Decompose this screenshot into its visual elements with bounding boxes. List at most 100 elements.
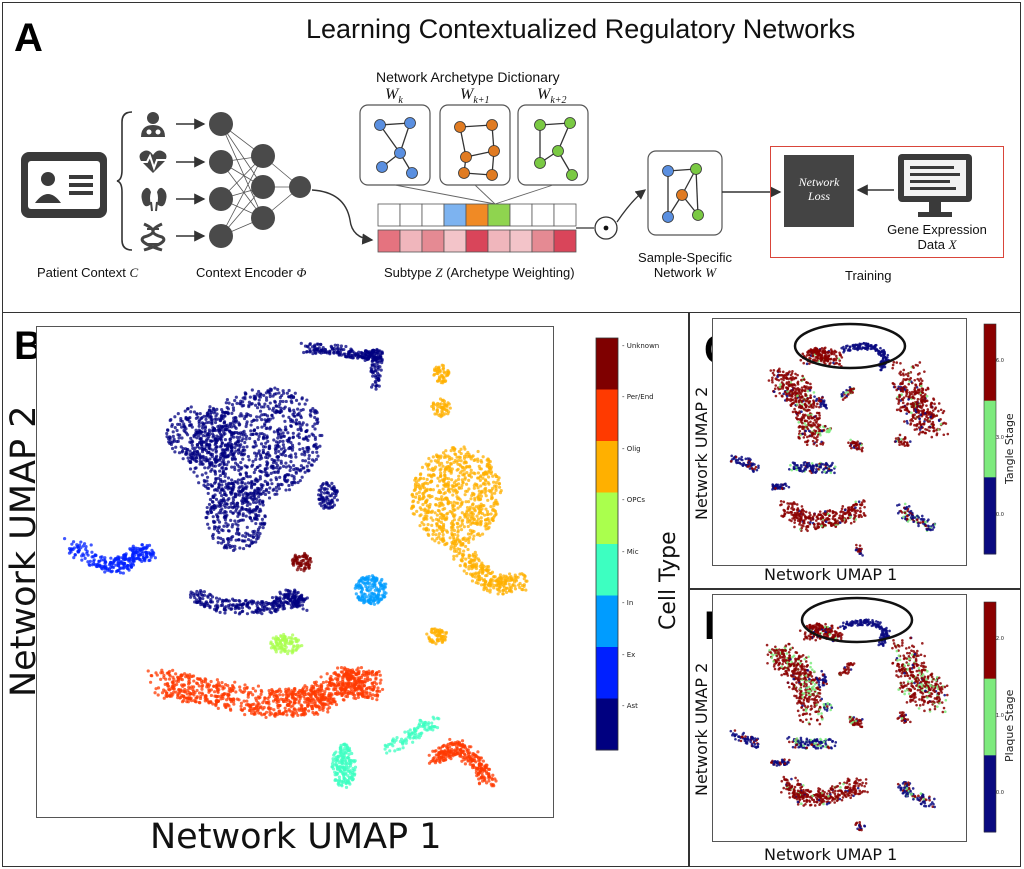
encoder-node	[209, 224, 233, 248]
cluster-4	[729, 454, 760, 473]
archetype-node	[566, 169, 578, 181]
computer-monitor-icon	[898, 154, 972, 217]
colorbar-tick-label: - Per/End	[622, 393, 654, 402]
umap-c-highlight-ellipse	[793, 322, 907, 370]
umap-c-scatter	[729, 341, 950, 557]
colorbar-tick-label: 0.0	[996, 511, 1004, 518]
cluster-ast-top	[299, 341, 385, 391]
colorbar-segment	[596, 595, 618, 648]
cluster-14	[840, 385, 856, 401]
encoder-edge	[220, 123, 264, 188]
panel-c-border	[688, 312, 1021, 590]
cluster-11	[854, 543, 864, 557]
cluster-in	[353, 574, 388, 606]
tangle-stage-colorbar	[983, 323, 997, 555]
cluster-ast-left	[165, 405, 246, 468]
colorbar-tick-label: 3.0	[996, 435, 1004, 441]
colorbar-tick-label: - In	[622, 599, 634, 608]
cluster-olig-top2	[430, 397, 452, 419]
cluster-4	[729, 729, 760, 749]
archetype-node	[376, 161, 388, 173]
archetype-node	[534, 157, 546, 169]
dot-product-dot	[603, 225, 609, 231]
archetype-node	[460, 151, 472, 163]
weight-cell	[531, 203, 555, 227]
cell-type-colorbar	[595, 337, 619, 751]
archetype-node	[406, 167, 418, 179]
panel-a-letter: A	[14, 16, 43, 60]
patient-card-icon	[21, 152, 107, 218]
colorbar-segment	[984, 477, 996, 555]
cluster-5	[787, 460, 837, 475]
weight-cell	[443, 203, 467, 227]
encoder-node	[251, 175, 275, 199]
panel-a-title: Learning Contextualized Regulatory Netwo…	[306, 14, 856, 44]
archetype-node	[454, 121, 466, 133]
archetype-node	[486, 169, 498, 181]
weight-cell	[509, 203, 533, 227]
cluster-9	[848, 715, 864, 729]
colorbar-tick-label: - Unknown	[622, 341, 660, 350]
panel-a-diagram	[176, 104, 894, 253]
product-arrow	[616, 189, 647, 223]
encoder-node	[209, 112, 233, 136]
cluster-olig-arm	[449, 538, 529, 596]
patient-context-label: Patient Context C	[37, 265, 139, 280]
colorbar-segment	[596, 544, 618, 596]
sample-network-node	[676, 189, 688, 201]
context-brace	[116, 111, 133, 251]
colorbar-segment	[596, 647, 618, 699]
encoder-edge	[220, 123, 264, 219]
cluster-10	[814, 395, 828, 410]
cluster-mic-a	[383, 715, 441, 755]
weight-cell	[399, 203, 423, 227]
sample-network-node	[690, 163, 702, 175]
cluster-2	[767, 367, 825, 447]
cluster-10	[815, 669, 829, 689]
cluster-ast-main	[188, 386, 324, 506]
colorbar-segment	[596, 338, 618, 390]
archetype-connector	[494, 184, 554, 205]
encoder-node	[251, 144, 275, 168]
colorbar-segment	[596, 492, 618, 545]
cluster-olig-small	[425, 627, 449, 646]
subtype-cell	[421, 229, 445, 253]
colorbar-tick-label: - Mic	[622, 547, 639, 556]
colorbar-segment	[984, 678, 996, 756]
colorbar-segment	[984, 400, 996, 478]
cluster-7	[896, 780, 936, 809]
colorbar-tick-label: 1.0	[996, 713, 1004, 719]
panel-d-border	[688, 588, 1021, 867]
archetype-node	[374, 119, 386, 131]
weight-cell	[487, 203, 511, 227]
weight-cell	[553, 203, 577, 227]
sample-network-node	[662, 165, 674, 177]
gene-expression-label: Gene Expression Data X	[887, 222, 987, 252]
cluster-unknown	[290, 551, 313, 573]
cluster-6	[779, 499, 867, 533]
subtype-cell	[399, 229, 423, 253]
subtype-cell	[509, 229, 533, 253]
cluster-13	[822, 702, 834, 712]
cluster-12	[896, 711, 912, 724]
cluster-9	[847, 438, 864, 453]
cluster-per-end-small	[427, 737, 498, 788]
umap-b-xlabel: Network UMAP 1	[150, 817, 442, 857]
colorbar-tick-label: 6.0	[996, 358, 1004, 365]
training-box	[770, 146, 1004, 258]
colorbar-tick-label: - Ast	[622, 702, 638, 711]
cluster-olig-main	[409, 445, 503, 548]
umap-c-ylabel: Network UMAP 2	[692, 386, 711, 520]
subtype-cell	[531, 229, 555, 253]
umap-b-scatter	[62, 341, 529, 789]
dna-icon	[140, 222, 166, 252]
sample-network-edge	[695, 168, 699, 216]
cluster-8	[769, 758, 791, 767]
umap-d-scatter	[729, 618, 949, 832]
cluster-7	[896, 502, 937, 532]
archetype-connector	[394, 184, 496, 205]
tangle-stage-colorbar-label: Tangle Stage	[1003, 413, 1016, 484]
umap-d-ylabel: Network UMAP 2	[692, 662, 711, 796]
network-loss-box: Network Loss	[784, 155, 854, 227]
